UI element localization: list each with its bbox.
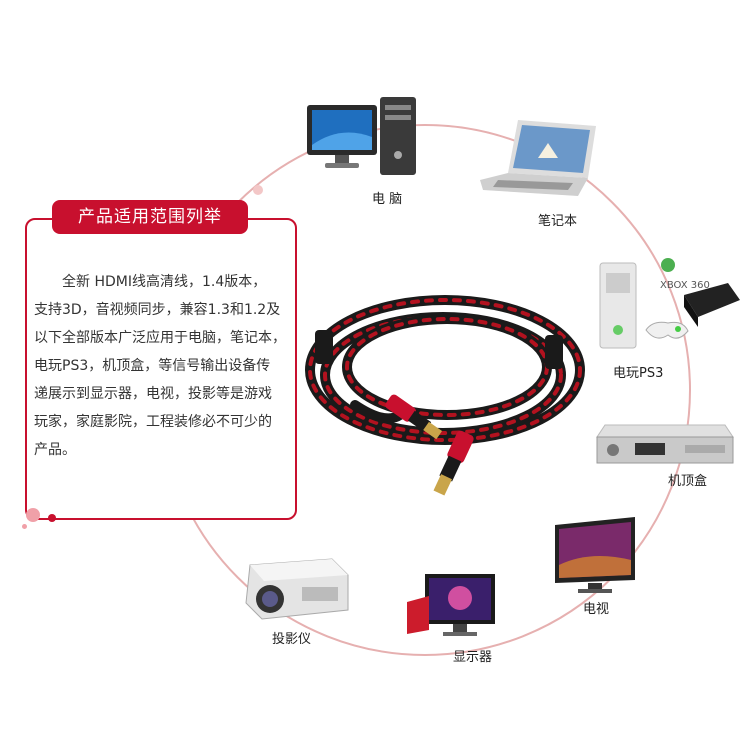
- label-monitor: 显示器: [453, 650, 493, 665]
- laptop-image: [480, 120, 596, 196]
- card-line: 玩家，家庭影院，工程装修必不可少的: [34, 414, 272, 430]
- label-console: 电玩PS3: [613, 366, 664, 381]
- desktop-computer-image: [307, 97, 416, 175]
- card-title: 产品适用范围列举: [52, 200, 248, 234]
- card-line: 产品。: [34, 442, 76, 458]
- card-dot-large: [26, 508, 40, 522]
- card-line: 支持3D，音视频同步，兼容1.3和1.2及: [34, 302, 281, 318]
- monitor-image: [407, 574, 495, 636]
- label-desktop: 电 脑: [372, 192, 403, 207]
- card-line: 电玩PS3，机顶盒，等信号输出设备传: [34, 358, 271, 374]
- card-line: 以下全部版本广泛应用于电脑，笔记本，: [34, 330, 286, 346]
- card-dot-tiny: [22, 524, 27, 529]
- label-projector: 投影仪: [272, 632, 312, 647]
- label-tv: 电视: [583, 602, 610, 617]
- set-top-box-image: [596, 424, 734, 464]
- info-card: [25, 218, 297, 520]
- label-laptop: 笔记本: [538, 214, 578, 229]
- projector-image: [245, 558, 349, 620]
- label-settop: 机顶盒: [668, 474, 708, 489]
- card-line: 递展示到显示器，电视，投影等是游戏: [34, 386, 272, 402]
- game-console-image: [599, 258, 740, 349]
- card-body: 全新 HDMI线高清线，1.4版本， 支持3D，音视频同步，兼容1.3和1.2及…: [34, 268, 296, 464]
- television-image: [555, 517, 635, 593]
- xbox-logo-text: XBOX 360: [660, 280, 710, 291]
- card-line: 全新 HDMI线高清线，1.4版本，: [62, 274, 267, 290]
- card-dot-small: [48, 514, 56, 522]
- hdmi-cable-image: [305, 295, 585, 496]
